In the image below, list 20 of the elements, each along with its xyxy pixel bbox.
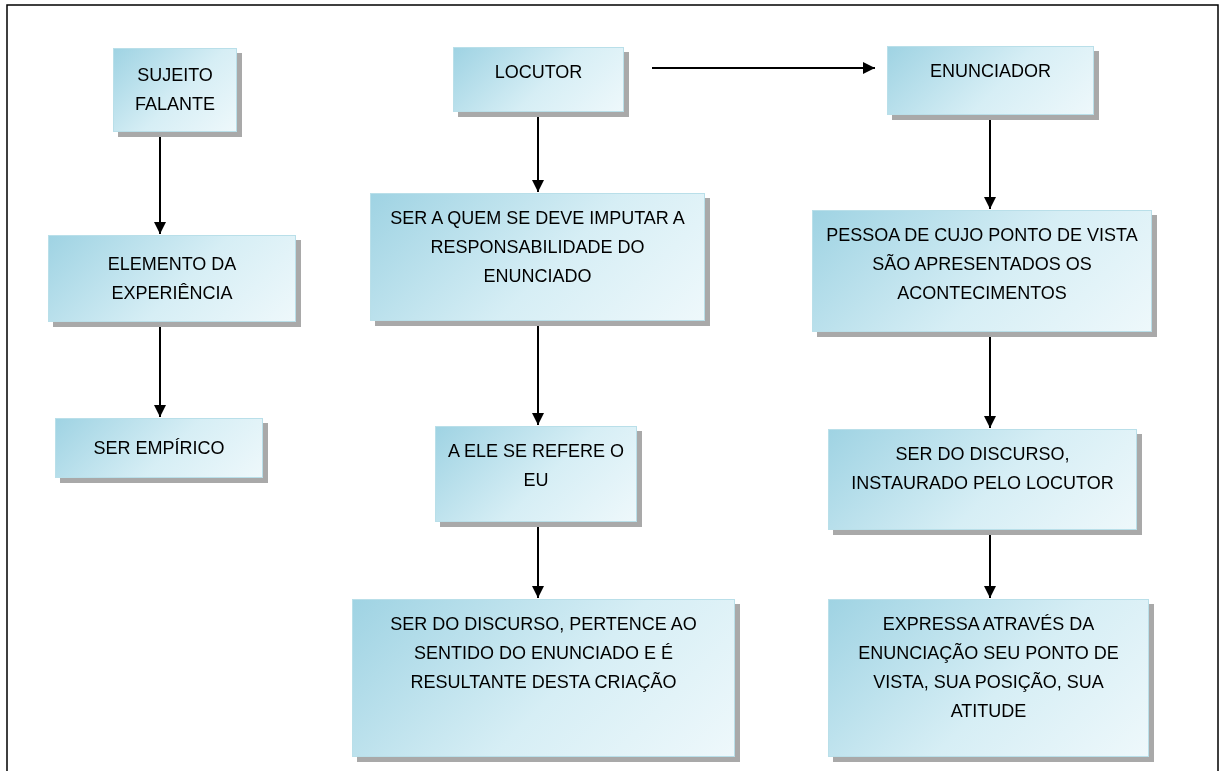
- box-label: SUJEITO FALANTE: [134, 64, 216, 116]
- arrow: [154, 136, 166, 235]
- box-label: ELEMENTO DA EXPERIÊNCIA: [106, 252, 238, 305]
- box-label: EXPRESSA ATRAVÉS DA ENUNCIAÇÃO SEU PONTO DE VISTA, SUA POSIÇÃO, SUA ATITUDE: [857, 613, 1120, 723]
- arrow: [984, 119, 996, 210]
- arrow: [984, 336, 996, 429]
- box-label: LOCUTOR: [494, 61, 583, 84]
- box-label: ENUNCIADOR: [930, 60, 1051, 83]
- box-label: PESSOA DE CUJO PONTO DE VISTA SÃO APRESENTADOS OS ACONTECIMENTOS: [825, 224, 1139, 305]
- arrow: [532, 116, 544, 193]
- box-label: SER DO DISCURSO, INSTAURADO PELO LOCUTOR: [850, 443, 1115, 495]
- arrow: [532, 325, 544, 426]
- arrow: [154, 326, 166, 418]
- arrow: [532, 526, 544, 599]
- box-label: A ELE SE REFERE O EU: [446, 440, 626, 492]
- arrow: [651, 62, 876, 74]
- arrow: [984, 534, 996, 599]
- box-label: SER A QUEM SE DEVE IMPUTAR A RESPONSABILIDADE DO ENUNCIADO: [389, 207, 686, 288]
- box-label: SER DO DISCURSO, PERTENCE AO SENTIDO DO ENUNCIADO E É RESULTANTE DESTA CRIAÇÃO: [389, 613, 698, 694]
- box-label: SER EMPÍRICO: [93, 436, 225, 460]
